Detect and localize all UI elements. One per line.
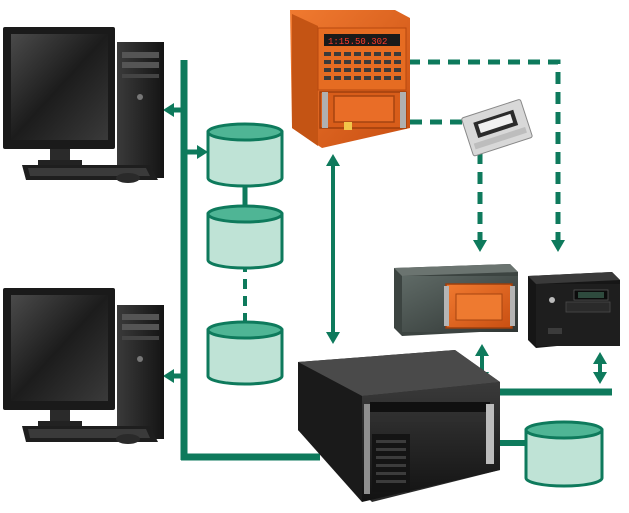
database-cylinder-icon [526, 422, 602, 486]
server-storage [526, 422, 602, 486]
storage-stack [208, 124, 282, 384]
tape-drive-icon [528, 272, 620, 348]
recorder-server-arrow-down [326, 332, 340, 344]
black-drive-arrow [551, 240, 565, 252]
black-drive-bus-arrow-down [593, 372, 607, 384]
storage-stack-arrow [197, 145, 208, 159]
rack-server-icon [298, 350, 500, 502]
data-recorder-icon: 1:15.50.302 [290, 10, 410, 148]
recorder-display-text: 1:15.50.302 [328, 37, 387, 47]
recorder-server-arrow-up [326, 154, 340, 166]
desktop-computer-icon [3, 27, 164, 183]
orange-drive-bus-arrow-up [475, 344, 489, 356]
database-cylinder-icon [208, 206, 282, 268]
workstation-bottom-arrow [163, 369, 174, 383]
database-cylinder-icon [208, 322, 282, 384]
desktop-computer-icon [3, 288, 164, 444]
tape-cartridge-icon [461, 99, 532, 156]
black-drive-bus-arrow-up [593, 352, 607, 364]
orange-drive-arrow [473, 240, 487, 252]
database-cylinder-icon [208, 124, 282, 186]
tape-drive-icon [394, 264, 518, 336]
workstation-top-arrow [163, 103, 174, 117]
